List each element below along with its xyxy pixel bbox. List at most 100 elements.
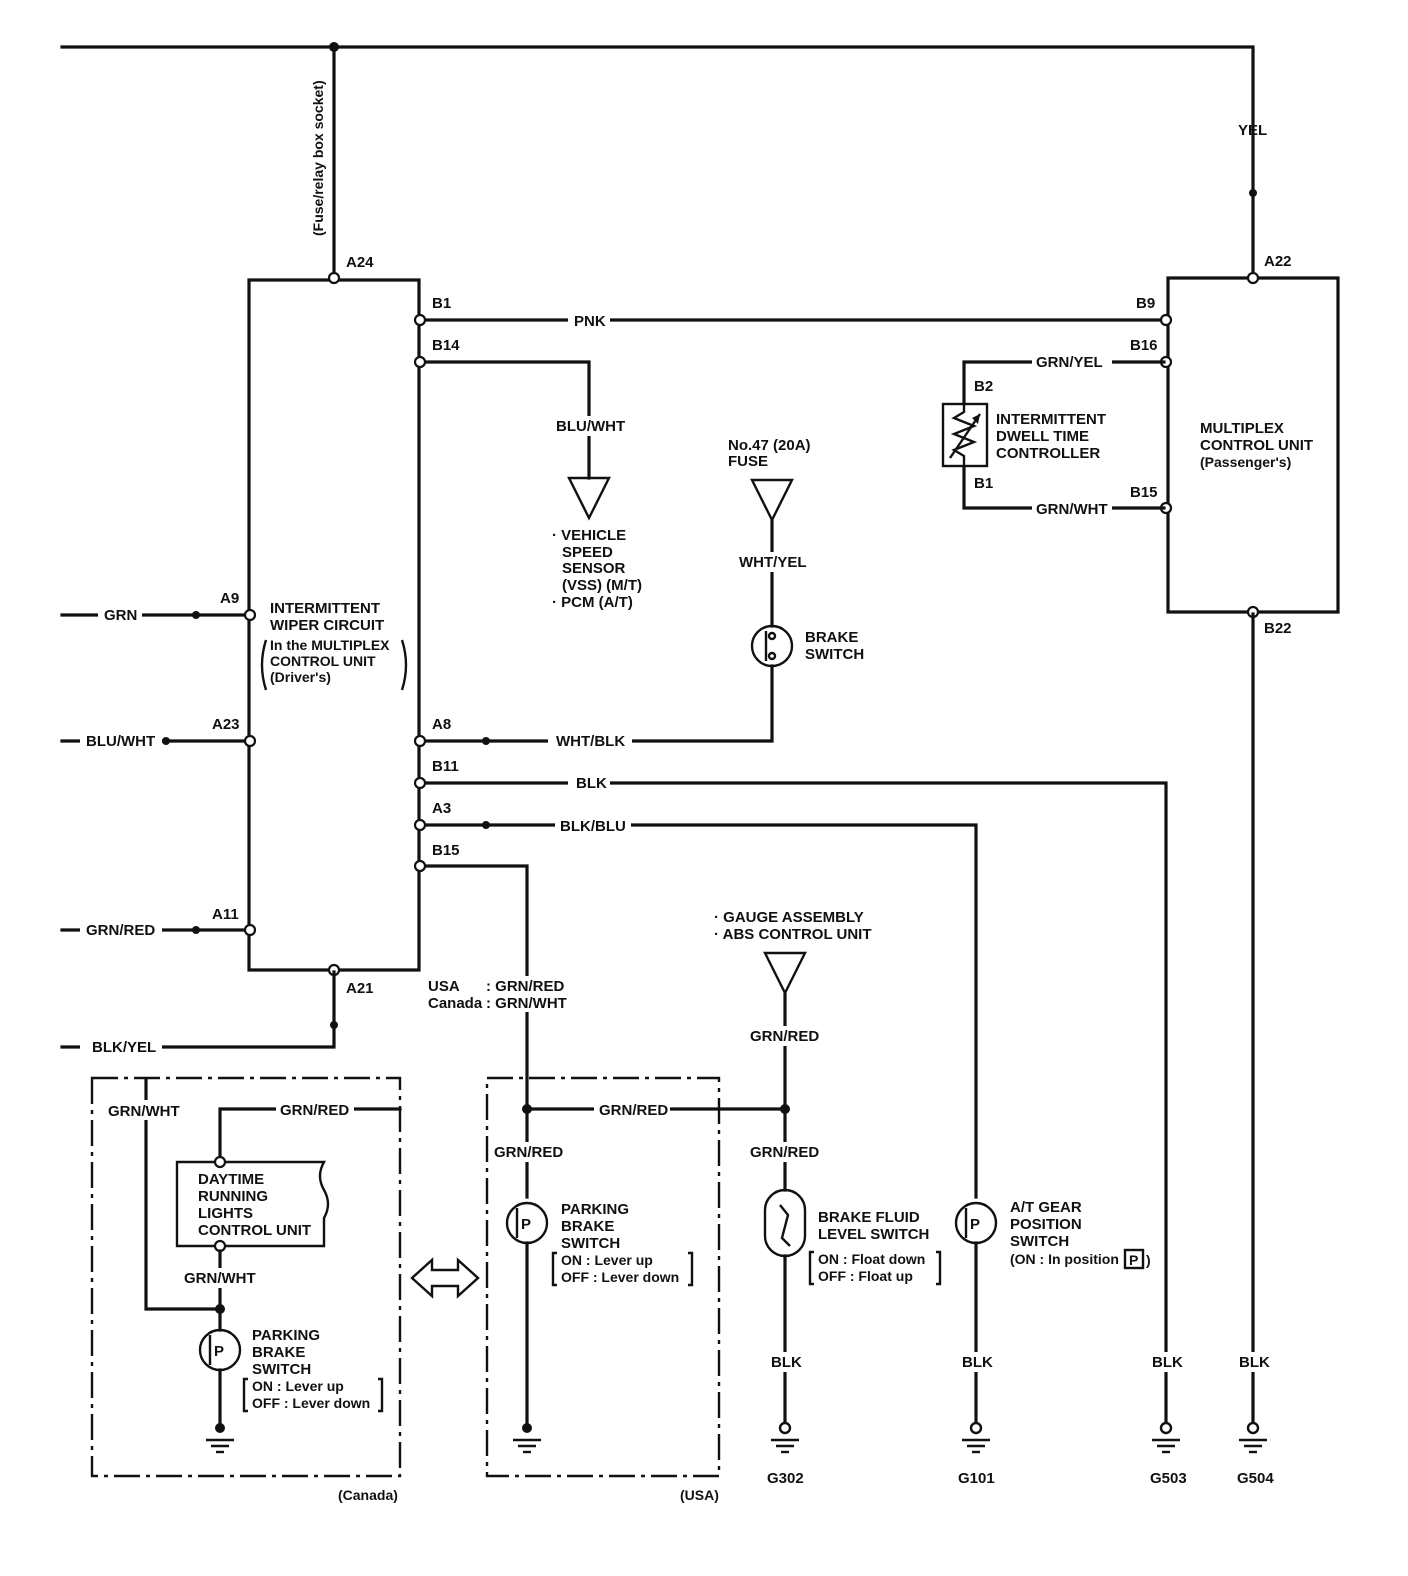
usa-ground-icon	[513, 1423, 541, 1454]
at-gear-close-paren: )	[1146, 1252, 1151, 1268]
double-arrow-icon	[410, 1257, 480, 1299]
canada-grn-wht-top-bg	[106, 1100, 184, 1120]
g504-label: G504	[1237, 1470, 1274, 1487]
canada-junction	[215, 1304, 225, 1314]
passenger-unit-line-1: MULTIPLEX	[1200, 420, 1284, 437]
brake-switch-contact-2	[767, 651, 777, 661]
power-bus-wire	[60, 45, 1255, 278]
passenger-unit-line-3: (Passenger's)	[1200, 454, 1291, 470]
junction-gauge	[780, 1104, 790, 1114]
blu-wht-vss-wire	[418, 360, 591, 480]
blu-wht-vss-label: BLU/WHT	[556, 418, 625, 435]
region-bg	[424, 976, 570, 1012]
pin-label-A22: A22	[1264, 253, 1292, 270]
pin-label-A24: A24	[346, 254, 374, 271]
at-gear-line-2: POSITION	[1010, 1216, 1082, 1233]
pin-A24	[327, 271, 341, 285]
usa-parking-on: ON : Lever up	[561, 1252, 653, 1268]
ground-g504-icon	[1239, 1421, 1267, 1454]
blk-b11-wire	[418, 781, 1168, 1424]
at-gear-on: (ON : In position	[1010, 1251, 1119, 1267]
canada-grn-wht-mid-bg	[182, 1268, 260, 1288]
dwell-variable-arrow	[949, 413, 981, 459]
grn-red-left-bg	[80, 920, 162, 940]
yel-connector-dot	[1249, 189, 1257, 197]
canada-grn-red-bg	[276, 1099, 354, 1119]
dwell-line-2: DWELL TIME	[996, 428, 1089, 445]
pnk-bg	[568, 310, 610, 330]
dwell-pin-B2: B2	[974, 378, 993, 395]
drl-unit-box	[175, 1160, 330, 1248]
grn-wire-label: GRN	[104, 607, 137, 624]
pin-label-B11: B11	[432, 758, 459, 775]
pin-B15-driver	[413, 859, 427, 873]
brake-fluid-off: OFF : Float up	[818, 1268, 913, 1284]
blk-yel-bg	[80, 1037, 162, 1057]
wht-yel-bg	[736, 552, 808, 572]
usa-parking-off: OFF : Lever down	[561, 1269, 679, 1285]
g101-label: G101	[958, 1470, 995, 1487]
grn-label-bg	[98, 605, 142, 625]
pin-B14	[413, 355, 427, 369]
yel-wire-label: YEL	[1238, 122, 1267, 139]
pin-A22	[1246, 271, 1260, 285]
grn-red-gauge-label: GRN/RED	[750, 1028, 819, 1045]
usa-parking-bracket-r	[688, 1251, 694, 1287]
wht-blk-wire	[418, 664, 774, 743]
pin-label-A3: A3	[432, 800, 451, 817]
ground-g503-icon	[1152, 1421, 1180, 1454]
pin-label-A11: A11	[212, 906, 239, 923]
wht-yel-label: WHT/YEL	[739, 554, 807, 571]
blk-g504-bg	[1236, 1352, 1272, 1372]
usa-box-label: (USA)	[680, 1487, 719, 1503]
brake-fluid-bracket-r	[936, 1250, 942, 1286]
pin-label-A9: A9	[220, 590, 239, 607]
drl-line-4: CONTROL UNIT	[198, 1222, 311, 1239]
canada-parking-on: ON : Lever up	[252, 1378, 344, 1394]
grn-red-left-label: GRN/RED	[86, 922, 155, 939]
passenger-unit-box	[1166, 276, 1340, 614]
usa-parking-line-2: BRAKE	[561, 1218, 614, 1235]
driver-unit-line-1: INTERMITTENT	[270, 600, 380, 617]
canada-parking-line-1: PARKING	[252, 1327, 320, 1344]
canada-parking-line-3: SWITCH	[252, 1361, 311, 1378]
pin-A9	[243, 608, 257, 622]
pin-B11	[413, 776, 427, 790]
driver-unit-line-4: CONTROL UNIT	[270, 653, 376, 669]
at-gear-line-3: SWITCH	[1010, 1233, 1069, 1250]
brake-fluid-float	[779, 1204, 791, 1247]
blk-g101-bg	[959, 1352, 995, 1372]
driver-unit-line-5: (Driver's)	[270, 669, 331, 685]
blk-g503-label: BLK	[1152, 1354, 1183, 1371]
pin-B1	[413, 313, 427, 327]
blu-wht-left-label: BLU/WHT	[86, 733, 155, 750]
blk-g503-bg	[1149, 1352, 1185, 1372]
region-line1: USA	[428, 978, 460, 995]
usa-parking-line-1: PARKING	[561, 1201, 629, 1218]
dwell-pin-B1: B1	[974, 475, 993, 492]
bus-junction	[329, 42, 339, 52]
usa-box	[485, 1076, 721, 1478]
pin-A23	[243, 734, 257, 748]
blk-blu-bg	[555, 815, 631, 835]
brake-fluid-on: ON : Float down	[818, 1251, 925, 1267]
grn-yel-bg	[1032, 352, 1112, 372]
pin-label-A8: A8	[432, 716, 451, 733]
vss-connector-arrow	[567, 476, 611, 521]
pin-label-B22: B22	[1264, 620, 1292, 637]
blk-yel-label: BLK/YEL	[92, 1039, 156, 1056]
g302-label: G302	[767, 1470, 804, 1487]
grn-red-gauge-bg	[748, 1026, 824, 1046]
region-val2: : GRN/WHT	[486, 995, 567, 1012]
at-gear-p-glyph: P	[970, 1216, 980, 1233]
drl-top-pin	[213, 1155, 227, 1169]
brake-fluid-line-2: LEVEL SWITCH	[818, 1226, 929, 1243]
dwell-line-1: INTERMITTENT	[996, 411, 1106, 428]
canada-box-label: (Canada)	[338, 1487, 398, 1503]
canada-parking-bracket-l	[242, 1377, 248, 1413]
grn-yel-label: GRN/YEL	[1036, 354, 1103, 371]
drl-line-2: RUNNING	[198, 1188, 268, 1205]
dwell-line-3: CONTROLLER	[996, 445, 1100, 462]
grn-red-mid-label: GRN/RED	[599, 1102, 668, 1119]
